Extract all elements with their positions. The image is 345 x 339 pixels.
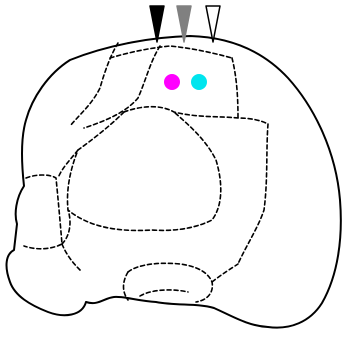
marker-black-icon (150, 6, 164, 42)
dot-group (164, 74, 207, 90)
region-boundaries (24, 43, 268, 302)
region-boundary (58, 150, 78, 178)
region-boundary (70, 43, 118, 126)
region-boundary (140, 290, 188, 296)
region-boundary (232, 58, 238, 118)
region-boundary (84, 46, 160, 128)
region-boundary (67, 112, 220, 230)
region-boundary (110, 46, 232, 58)
region-boundary (62, 210, 70, 244)
dot-magenta (164, 74, 180, 90)
region-boundary (124, 107, 268, 124)
region-boundary (24, 175, 62, 249)
region-boundary (212, 264, 238, 282)
region-boundary (62, 244, 80, 270)
region-boundary (238, 124, 268, 264)
dot-cyan (191, 74, 207, 90)
region-boundary (124, 272, 129, 300)
